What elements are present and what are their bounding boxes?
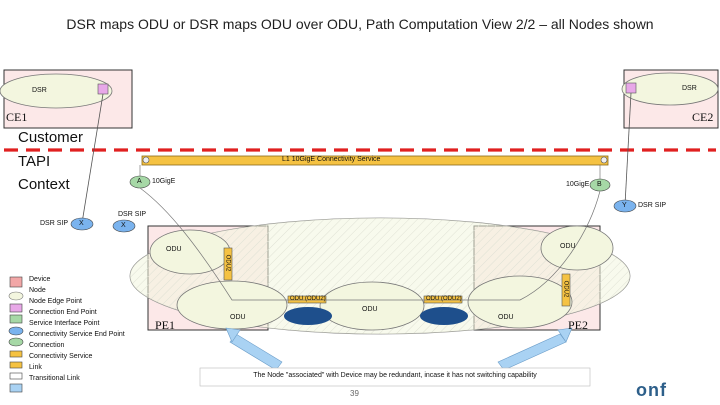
legend-service-interface-point: Service Interface Point — [29, 320, 100, 327]
legend-device: Device — [29, 276, 51, 283]
context-label-line3: Context — [18, 176, 70, 193]
context-label-line2: TAPI — [18, 153, 51, 170]
legend-transitional-link: Transitional Link — [29, 375, 80, 382]
context-label-line1: Customer — [18, 129, 84, 146]
sip-left-label: DSR SIP — [40, 220, 69, 227]
sip-center-marker — [112, 219, 136, 233]
odu-link-box-b — [423, 295, 463, 304]
odu-pe1-label: ODU — [230, 314, 246, 321]
odu2-left-label: ODU2 — [224, 254, 231, 272]
connectivity-service-bar — [141, 155, 609, 166]
redundancy-note: The Node "associated" with Device may be… — [253, 372, 537, 379]
sip-right-marker — [613, 199, 637, 213]
port-a-label: A — [137, 178, 142, 185]
odu-left-label: ODU — [166, 246, 182, 253]
ce1-node-label: DSR — [32, 87, 47, 94]
pe2-label: PE2 — [568, 318, 589, 332]
odu-link-a-label: ODU (ODU2) — [290, 296, 326, 302]
odu-right-node — [540, 225, 614, 271]
legend-link: Link — [29, 364, 42, 371]
odu-center-node — [319, 281, 425, 331]
odu-center-label: ODU — [362, 306, 378, 313]
odu-left-node — [149, 229, 231, 275]
port-x-left: X — [79, 220, 84, 227]
arrow-pe2-head — [557, 327, 573, 343]
onf-logo: onf — [636, 380, 667, 400]
odu2-vertical-right — [561, 273, 571, 307]
legend-connection: Connection — [29, 342, 65, 349]
service-end-right — [600, 156, 608, 164]
ce2-node-label: DSR — [682, 85, 697, 92]
port-a-rate: 10GigE — [152, 178, 176, 185]
odu-pe1-node — [176, 280, 288, 330]
pe1-label: PE1 — [155, 318, 176, 332]
legend-connection-end-point: Connection End Point — [29, 309, 97, 316]
connectivity-service-label: L1 10GigE Connectivity Service — [282, 156, 381, 163]
ce1-nep — [97, 83, 109, 95]
ce2-node — [621, 72, 719, 106]
arrow-pe1 — [229, 333, 283, 371]
port-y-label: Y — [622, 202, 627, 209]
odu-link-box-a — [287, 295, 327, 304]
sip-right-label: DSR SIP — [638, 202, 667, 209]
port-b-rate: 10GigE — [566, 181, 590, 188]
cloud-right — [420, 307, 468, 325]
ce2-label: CE2 — [692, 110, 714, 124]
cloud-left — [284, 307, 332, 325]
legend-connectivity-service-end-point: Connectivity Service End Point — [29, 331, 125, 338]
note-box — [199, 367, 591, 387]
legend-node-edge-point: Node Edge Point — [29, 298, 82, 305]
service-end-left — [142, 156, 150, 164]
odu-pe2-label: ODU — [498, 314, 514, 321]
ce1-drop-line — [81, 93, 104, 224]
odu-pe2-node — [467, 275, 573, 329]
legend-node: Node — [29, 287, 46, 294]
ce2-nep — [625, 82, 637, 94]
odu2-right-label: ODU2 — [562, 280, 569, 298]
arrow-pe2 — [497, 333, 567, 371]
odu2-vertical-left — [223, 247, 233, 281]
legend-connectivity-service: Connectivity Service — [29, 353, 93, 360]
ce2-drop-line — [624, 92, 632, 206]
sip-center-label: DSR SIP — [118, 211, 147, 218]
ce1-node — [0, 73, 113, 109]
page-number: 39 — [350, 389, 359, 398]
connection-path — [139, 187, 601, 301]
odu-link-b-label: ODU (ODU2) — [426, 296, 462, 302]
sip-left-marker — [70, 217, 94, 231]
ce1-label: CE1 — [6, 110, 28, 124]
arrow-pe1-head — [225, 327, 241, 343]
odu-right-label: ODU — [560, 243, 576, 250]
port-b-label: B — [597, 181, 602, 188]
port-x-center: X — [121, 222, 126, 229]
page-title: DSR maps ODU or DSR maps ODU over ODU, P… — [66, 16, 654, 32]
